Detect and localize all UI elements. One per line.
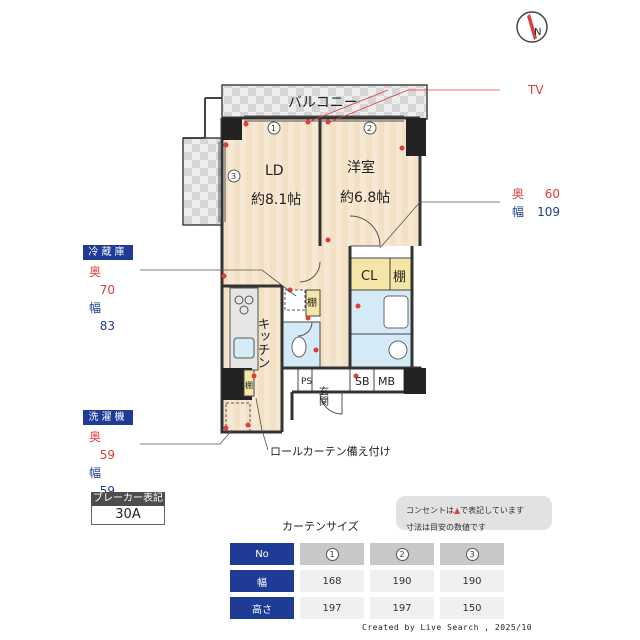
tv-label: TV bbox=[527, 83, 544, 97]
entrance-label: 玄関 bbox=[317, 385, 329, 407]
column bbox=[406, 118, 426, 156]
washer-depth-value: 59 bbox=[99, 448, 115, 462]
closet-label: CL bbox=[361, 269, 378, 284]
dimension-note: 寸法は目安の数値です bbox=[406, 523, 486, 532]
fridge-width-label: 幅 bbox=[89, 301, 102, 315]
sink-icon bbox=[388, 340, 408, 360]
table-row: 幅 168 190 190 bbox=[230, 570, 504, 592]
shelf-kitchen-label: 棚 bbox=[307, 296, 317, 309]
fridge-depth-label: 奥 bbox=[89, 265, 102, 279]
row-label-width: 幅 bbox=[230, 570, 294, 592]
svg-text:3: 3 bbox=[231, 172, 236, 181]
room-western-name: 洋室 bbox=[347, 159, 375, 176]
outlet-icon: ▲ bbox=[454, 506, 461, 515]
washer-space bbox=[225, 402, 251, 432]
compass-north-label: N bbox=[534, 27, 541, 38]
closet bbox=[349, 257, 391, 291]
window-width-value: 109 bbox=[537, 205, 560, 219]
leader-lines bbox=[140, 89, 500, 451]
shelf-kitchen bbox=[305, 289, 321, 317]
window-depth-label: 奥 bbox=[512, 187, 525, 201]
doors bbox=[297, 215, 381, 415]
table-cell: 197 bbox=[370, 597, 434, 619]
column bbox=[404, 368, 426, 394]
stove-burner-icon bbox=[244, 295, 254, 305]
fridge-callout: 冷蔵庫 奥 70 幅 83 bbox=[83, 245, 133, 335]
roll-curtain-note: ロールカーテン備え付け bbox=[270, 445, 391, 458]
window-dimension-callout: 奥 60 幅 109 bbox=[512, 185, 572, 221]
kitchen-label: キッチン bbox=[255, 317, 270, 369]
outlet-note: コンセントは▲で表記しています bbox=[406, 506, 524, 515]
washer-callout: 洗濯機 奥59 幅59 bbox=[83, 410, 133, 500]
mb-label: MB bbox=[378, 375, 395, 388]
bathtub-icon bbox=[383, 295, 409, 329]
sb-label: SB bbox=[355, 375, 370, 388]
table-header-row: No 1 2 3 bbox=[230, 543, 504, 565]
fridge-space bbox=[284, 289, 306, 311]
room-western bbox=[320, 118, 420, 246]
window-marker-3: 3 bbox=[227, 169, 241, 183]
stove-burner-icon bbox=[234, 295, 244, 305]
table-header-no: No bbox=[230, 543, 294, 565]
ps-label: PS bbox=[301, 377, 312, 387]
table-cell: 150 bbox=[440, 597, 504, 619]
table-cell: 190 bbox=[370, 570, 434, 592]
row-label-height: 高さ bbox=[230, 597, 294, 619]
shelf-western-label: 棚 bbox=[393, 270, 406, 285]
table-header-col-2: 2 bbox=[370, 543, 434, 565]
fridge-depth-value: 70 bbox=[99, 283, 115, 297]
compass: N bbox=[516, 11, 548, 43]
window-marker-2: 2 bbox=[363, 121, 377, 135]
table-cell: 190 bbox=[440, 570, 504, 592]
room-ld-name: LD bbox=[265, 163, 284, 179]
washer-depth-label: 奥 bbox=[89, 430, 102, 444]
kitchen-sink-icon bbox=[233, 337, 255, 359]
table-header-col-3: 3 bbox=[440, 543, 504, 565]
table-row: 高さ 197 197 150 bbox=[230, 597, 504, 619]
column bbox=[222, 118, 242, 140]
table-cell: 168 bbox=[300, 570, 364, 592]
curtain-size-table: No 1 2 3 幅 168 190 190 高さ 197 197 150 bbox=[224, 538, 510, 624]
window-marker-1: 1 bbox=[267, 121, 281, 135]
svg-text:1: 1 bbox=[271, 124, 276, 133]
notes-box: コンセントは▲で表記しています 寸法は目安の数値です bbox=[396, 496, 552, 532]
outlets bbox=[221, 119, 405, 431]
entrance bbox=[311, 367, 351, 393]
window-width-label: 幅 bbox=[512, 205, 525, 219]
washer-title: 洗濯機 bbox=[83, 410, 133, 425]
stove-burner-icon bbox=[239, 305, 249, 315]
room-ld-size: 約8.1帖 bbox=[251, 192, 301, 208]
shelf-hall bbox=[243, 369, 255, 397]
table-cell: 197 bbox=[300, 597, 364, 619]
curtain-table-title: カーテンサイズ bbox=[282, 520, 359, 533]
hall-shelf-label: 棚 bbox=[245, 380, 253, 390]
washer-width-label: 幅 bbox=[89, 466, 102, 480]
credit-line: Created by Live Search , 2025/10 bbox=[362, 623, 533, 632]
svg-text:2: 2 bbox=[367, 124, 372, 133]
breaker-value: 30A bbox=[91, 506, 165, 525]
balcony-label: バルコニー bbox=[288, 95, 358, 111]
fridge-title: 冷蔵庫 bbox=[83, 245, 133, 260]
window-depth-value: 60 bbox=[544, 187, 560, 201]
breaker-box: ブレーカー表記 30A bbox=[91, 492, 165, 525]
table-header-col-1: 1 bbox=[300, 543, 364, 565]
toilet-icon bbox=[291, 336, 307, 358]
room-western-size: 約6.8帖 bbox=[340, 190, 390, 206]
breaker-label: ブレーカー表記 bbox=[91, 492, 165, 506]
fridge-width-value: 83 bbox=[99, 319, 115, 333]
balcony bbox=[182, 84, 428, 226]
